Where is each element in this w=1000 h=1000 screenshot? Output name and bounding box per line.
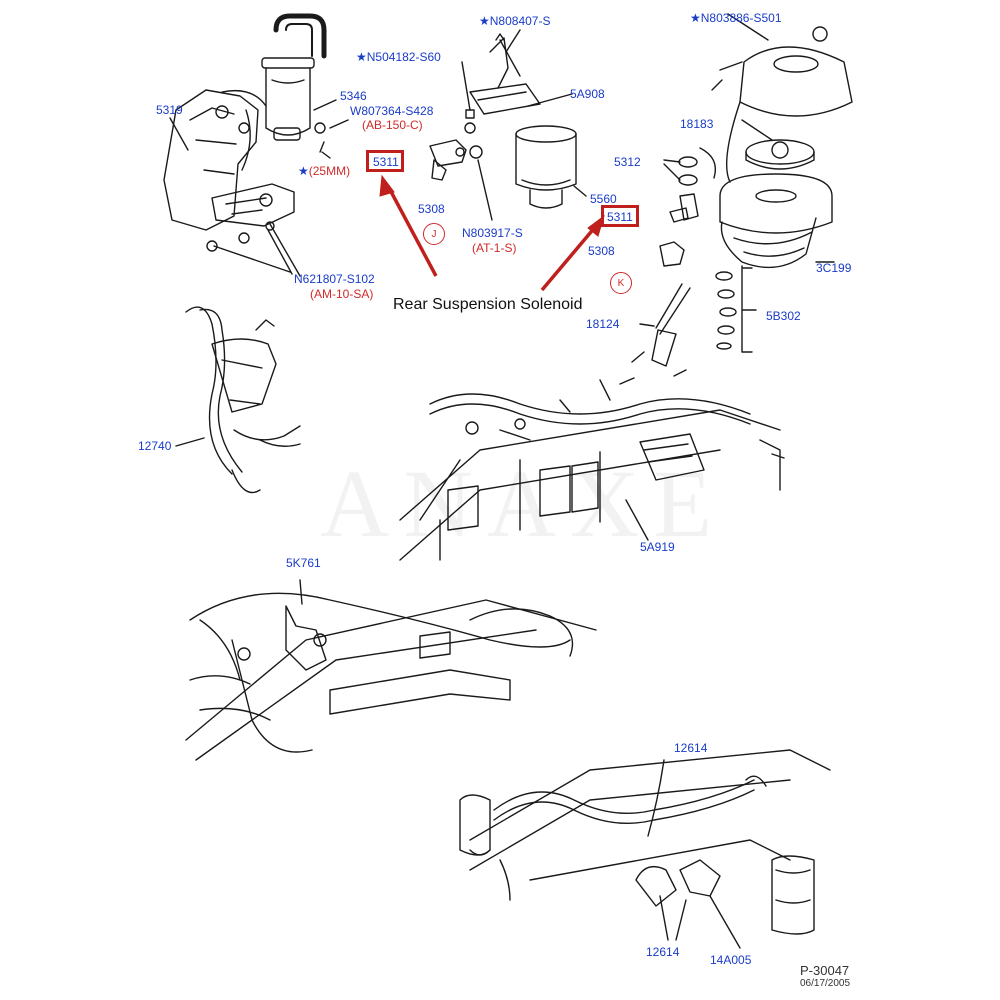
label-n803917: N803917-S [462,226,523,240]
label-am10sa: (AM-10-SA) [310,287,374,301]
label-25mm: ★(25MM) [298,164,351,178]
air-line-hose-drawing [175,306,301,494]
highlight-box-left [366,150,404,172]
label-18124: 18124 [586,317,620,331]
label-5b302: 5B302 [766,309,801,323]
strut-mount-assembly-drawing [631,13,853,377]
label-n504182: ★N504182-S60 [356,50,441,64]
label-5312: 5312 [614,155,641,169]
label-5311-left: 5311 [373,155,399,169]
label-5a919: 5A919 [640,540,675,554]
label-5k761: 5K761 [286,556,321,570]
label-12614-bottom: 12614 [646,945,680,959]
label-12740: 12740 [138,439,172,453]
rear-solenoid-and-air-spring-drawing [429,29,587,221]
highlight-box-right [601,205,639,227]
marker-k: K [610,272,632,294]
label-5560: 5560 [590,192,617,206]
watermark: ANAXE [320,450,726,557]
label-12614-top: 12614 [674,741,708,755]
label-5346: 5346 [340,89,367,103]
rear-suspension-solenoid-callout: Rear Suspension Solenoid [390,296,586,314]
frame-and-control-module-drawing [399,377,785,561]
label-n621807: N621807-S102 [294,272,375,286]
label-n808407: ★N808407-S [479,14,551,28]
label-5308-right: 5308 [588,244,615,258]
drawing-code: P-30047 [800,963,850,978]
rear-air-spring-harness-drawing [459,749,831,949]
label-w807364: W807364-S428 [350,104,434,118]
callout-arrows [379,174,605,292]
label-5a908: 5A908 [570,87,605,101]
label-ab150c: (AB-150-C) [362,118,423,132]
label-5311-right: 5311 [607,210,633,224]
label-14a005: 14A005 [710,953,752,967]
drawing-date: 06/17/2005 [800,978,851,989]
label-5308-left: 5308 [418,202,445,216]
label-3c199: 3C199 [816,261,852,275]
right-solenoid-drawing [659,147,717,267]
label-at1s: (AT-1-S) [472,241,517,255]
label-n803886: ★N803886-S501 [690,11,782,25]
label-5319: 5319 [156,103,183,117]
wiring-harness-5k761-drawing [185,579,597,761]
label-18183: 18183 [680,117,714,131]
marker-j: J [423,223,445,245]
compressor-assembly-drawing [163,13,349,277]
